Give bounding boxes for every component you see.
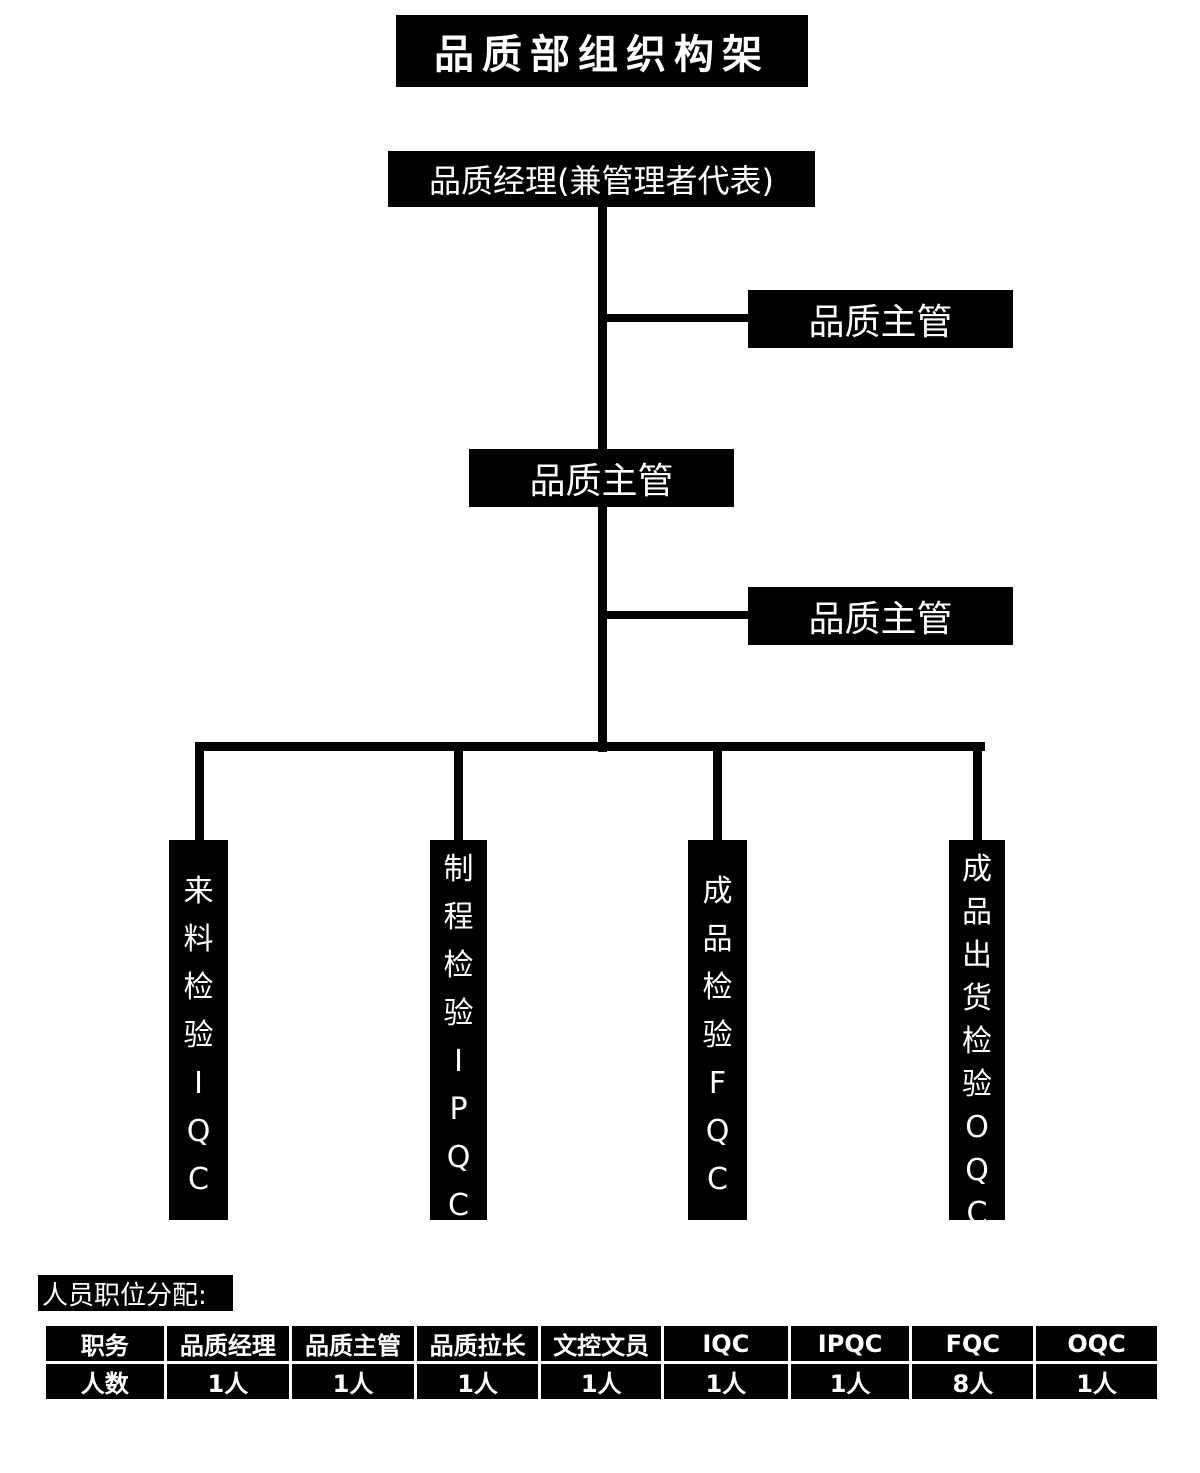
dept-char: 成 <box>702 874 733 909</box>
dept-char: C <box>448 1188 469 1223</box>
dept-char: 货 <box>962 981 992 1016</box>
dept-char: 验 <box>702 1018 733 1053</box>
chart-title: 品质部组织构架 <box>396 15 808 87</box>
dept-char: C <box>188 1162 209 1197</box>
branch-line-2 <box>603 611 751 619</box>
dept-char: 品 <box>962 895 992 930</box>
dept-char: 检 <box>443 948 474 983</box>
position-cell: 品质主管 <box>292 1326 414 1361</box>
dept-char: 成 <box>962 852 992 887</box>
department-bus-line <box>195 742 985 751</box>
supervisor-box-right-2: 品质主管 <box>748 587 1013 645</box>
dept-char: 料 <box>183 922 214 957</box>
dept-char: 出 <box>962 938 992 973</box>
dept-char: 程 <box>443 900 474 935</box>
count-cell: 1人 <box>664 1364 788 1399</box>
dept-char: 品 <box>702 922 733 957</box>
dept-char: C <box>707 1162 728 1197</box>
quality-manager-box: 品质经理(兼管理者代表) <box>388 151 815 207</box>
dept-char: 制 <box>443 852 474 887</box>
dept-char: C <box>966 1196 988 1231</box>
count-cell: 1人 <box>541 1364 661 1399</box>
dept-char: Q <box>186 1114 211 1149</box>
count-cell: 1人 <box>416 1364 539 1399</box>
count-cell: 1人 <box>292 1364 414 1399</box>
supervisor-box-center: 品质主管 <box>469 449 734 507</box>
dept-char: Q <box>705 1114 730 1149</box>
count-cell: 1人 <box>790 1364 910 1399</box>
position-cell: OQC <box>1036 1326 1157 1361</box>
drop-line-iqc <box>195 742 204 842</box>
drop-line-ipqc <box>454 742 463 842</box>
count-cell: 人数 <box>46 1364 164 1399</box>
dept-char: 来 <box>183 874 214 909</box>
dept-char: F <box>708 1066 727 1101</box>
branch-line-1 <box>603 314 751 322</box>
dept-char: 验 <box>443 996 474 1031</box>
dept-char: 检 <box>702 970 733 1005</box>
position-cell: 文控文员 <box>541 1326 661 1361</box>
dept-char: I <box>194 1066 203 1101</box>
count-cell: 1人 <box>1036 1364 1157 1399</box>
position-cell: 品质拉长 <box>416 1326 539 1361</box>
position-cell: FQC <box>912 1326 1034 1361</box>
position-cell: 职务 <box>46 1326 164 1361</box>
count-cell: 8人 <box>912 1364 1034 1399</box>
dept-char: Q <box>965 1153 989 1188</box>
dept-char: 验 <box>183 1018 214 1053</box>
dept-char: 检 <box>962 1024 992 1059</box>
staffing-label: 人员职位分配: <box>38 1275 233 1311</box>
dept-char: 验 <box>962 1067 992 1102</box>
dept-char: 检 <box>183 970 214 1005</box>
supervisor-box-right-1: 品质主管 <box>748 290 1013 348</box>
dept-char: O <box>965 1110 989 1145</box>
drop-line-fqc <box>713 742 722 842</box>
position-cell: IQC <box>664 1326 788 1361</box>
dept-char: P <box>449 1092 468 1127</box>
dept-char: I <box>454 1044 463 1079</box>
count-cell: 1人 <box>166 1364 290 1399</box>
position-cell: IPQC <box>790 1326 910 1361</box>
drop-line-oqc <box>973 742 982 842</box>
position-cell: 品质经理 <box>166 1326 290 1361</box>
dept-char: Q <box>446 1140 471 1175</box>
